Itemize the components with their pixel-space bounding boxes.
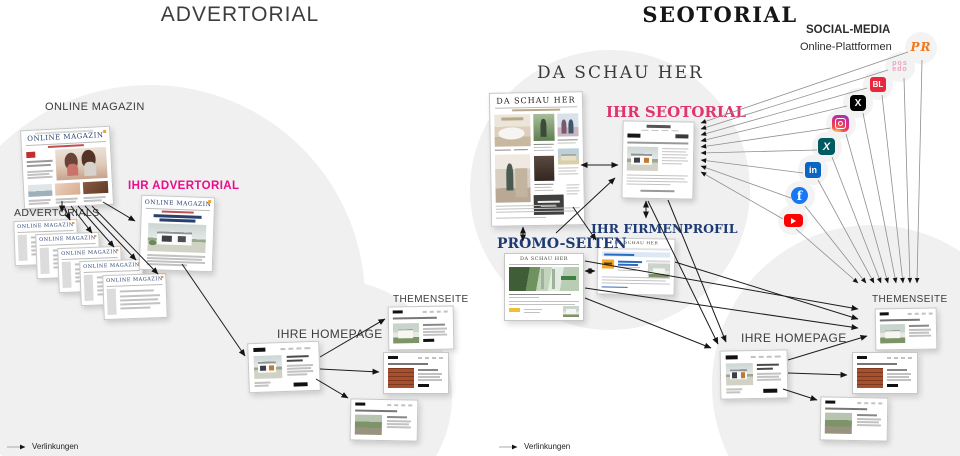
brick-photo — [857, 368, 883, 388]
youtube-icon — [784, 214, 803, 227]
left-themenseite-thumbnail-1 — [387, 305, 455, 351]
car-photo — [27, 183, 53, 198]
house-photo — [392, 323, 420, 344]
left-themenseite-thumbnail-2 — [383, 352, 449, 394]
online-magazin-thumbnail: ONLINE MAGAZIN — [19, 125, 115, 210]
left-themenseite-label: THEMENSEITE — [393, 294, 469, 305]
promo-seiten-label: PROMO-SEITEN — [497, 236, 627, 252]
house-photo — [626, 146, 659, 171]
bl-icon: BL — [870, 77, 886, 92]
button-bar — [293, 382, 308, 387]
yellow-button — [509, 308, 520, 312]
person-green-photo — [533, 113, 555, 142]
house-photo — [253, 355, 283, 380]
landscape-photo — [824, 412, 853, 434]
house-photo — [725, 363, 754, 386]
couple-photo — [557, 113, 579, 137]
ihr-seotorial-thumbnail — [621, 120, 695, 200]
ihr-seotorial-label: IHR SEOTORIAL — [606, 103, 747, 121]
faces-photo — [54, 182, 81, 196]
button-bar — [423, 338, 435, 342]
portrait-dark-photo — [533, 155, 555, 182]
green-building-photo — [509, 267, 579, 291]
button-bar — [418, 384, 429, 387]
right-themenseite-thumbnail-3 — [819, 396, 889, 442]
online-magazin-label: ONLINE MAGAZIN — [45, 101, 145, 113]
button-bar — [763, 388, 778, 393]
house-photo — [879, 324, 906, 344]
brick-photo — [388, 368, 414, 388]
house-photo — [563, 306, 579, 317]
left-ihre-homepage-label: IHRE HOMEPAGE — [277, 327, 383, 341]
da-schau-her-label: DA SCHAU HER — [537, 63, 704, 83]
xing-icon: X — [818, 138, 835, 155]
right-homepage-thumbnail — [719, 349, 789, 400]
right-themenseite-label: THEMENSEITE — [872, 294, 948, 305]
facebook-icon: f — [791, 187, 808, 204]
left-themenseite-thumbnail-3 — [349, 398, 419, 442]
company-logo-box — [601, 259, 615, 269]
house-small-photo — [557, 148, 580, 165]
ihr-firmenprofil-label: IHR FIRMENPROFIL — [591, 221, 738, 236]
x-twitter-icon: X — [850, 95, 866, 111]
button-bar — [887, 384, 898, 387]
market-photo — [494, 154, 531, 203]
promo-seiten-thumbnail: DA SCHAU HER — [504, 253, 584, 321]
left-homepage-thumbnail — [247, 340, 321, 394]
right-legend-label: Verlinkungen — [524, 442, 571, 451]
red-teaser-box — [26, 151, 36, 159]
right-themenseite-thumbnail-1 — [874, 307, 938, 351]
advertorial-stack-page: ONLINE MAGAZIN — [102, 272, 168, 321]
right-ihre-homepage-label: IHRE HOMEPAGE — [741, 331, 847, 345]
social-media-label: SOCIAL-MEDIA — [806, 24, 891, 36]
people-photo — [55, 146, 108, 181]
online-plattformen-label: Online-Plattformen — [800, 41, 892, 53]
left-legend-label: Verlinkungen — [32, 442, 79, 451]
ihr-advertorial-label: IHR ADVERTORIAL — [128, 180, 240, 192]
pr-icon: PR — [910, 40, 932, 54]
right-themenseite-thumbnail-2 — [852, 352, 918, 394]
advertorials-label: ADVERTORIALS — [14, 207, 100, 219]
da-schau-her-thumbnail: DA SCHAU HER — [488, 91, 586, 227]
landscape-photo — [354, 414, 383, 435]
linkedin-icon: in — [805, 162, 821, 178]
interior-photo — [494, 114, 531, 147]
green-label — [560, 276, 577, 281]
house-photo — [147, 222, 207, 254]
hair-photo — [82, 180, 109, 195]
right-title: SEOTORIAL — [642, 2, 798, 27]
left-title: ADVERTORIAL — [160, 3, 320, 26]
ihr-advertorial-thumbnail: ONLINE MAGAZIN — [138, 194, 216, 273]
instagram-icon — [832, 115, 849, 132]
